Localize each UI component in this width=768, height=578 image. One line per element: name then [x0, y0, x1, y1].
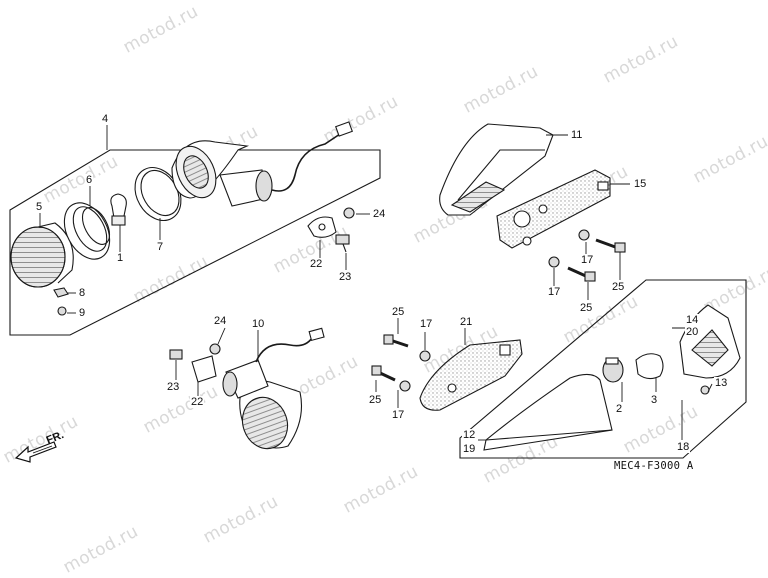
callout-17-b: 17: [547, 286, 562, 298]
nut-17-a: [578, 229, 590, 241]
nut-17-b: [548, 256, 560, 268]
callout-1: 1: [116, 252, 125, 264]
callout-10: 10: [251, 318, 266, 330]
callout-20: 20: [685, 326, 700, 338]
winker-10: [222, 327, 325, 450]
callout-11: 11: [570, 129, 584, 141]
callout-25-b: 25: [579, 302, 594, 314]
rim-6: [63, 202, 111, 260]
callout-22-upper: 22: [309, 258, 324, 270]
assembly-box-18: [459, 279, 747, 459]
bulb-3: [635, 353, 664, 380]
callout-21: 21: [459, 316, 474, 328]
callout-25-c: 25: [391, 306, 406, 318]
callout-3: 3: [650, 394, 659, 406]
nut-17-d: [399, 380, 411, 392]
callout-17-d: 17: [391, 409, 406, 421]
socket-2: [602, 357, 624, 383]
cover-11: [439, 123, 554, 216]
reflector-21: [419, 339, 523, 411]
screw-9: [57, 306, 67, 316]
screw-24-upper: [343, 207, 355, 219]
callout-9: 9: [78, 307, 87, 319]
reflector-15: [496, 169, 611, 249]
callout-15: 15: [633, 178, 648, 190]
callout-8: 8: [78, 287, 87, 299]
winker-housing: [171, 121, 353, 207]
lens-5: [10, 222, 74, 288]
callout-25-d: 25: [368, 394, 383, 406]
bolt-23-lower: [169, 349, 183, 360]
callout-17-a: 17: [580, 254, 595, 266]
callout-6: 6: [85, 174, 94, 186]
bulb-1: [110, 193, 127, 226]
callout-25-a: 25: [611, 281, 626, 293]
diagram-code: MEC4-F3000 A: [614, 460, 694, 472]
assembly-box-4: [9, 149, 381, 336]
callout-19: 19: [462, 443, 477, 455]
callout-23-lower: 23: [166, 381, 181, 393]
screw-24-lower: [209, 343, 221, 355]
callout-4: 4: [101, 113, 110, 125]
nut-17-c: [419, 350, 431, 362]
callout-5: 5: [35, 201, 44, 213]
lens-12: [483, 373, 613, 451]
callout-22-lower: 22: [190, 396, 205, 408]
nut-8: [53, 287, 69, 298]
callout-7: 7: [156, 241, 165, 253]
bracket-22-lower: [191, 355, 217, 383]
screw-13: [700, 385, 710, 395]
callout-12: 12: [462, 429, 477, 441]
bracket-22-upper: [307, 216, 337, 238]
callout-24-upper: 24: [372, 208, 387, 220]
front-direction-arrow-icon: FR.: [14, 432, 66, 463]
bolt-25-a: [595, 238, 619, 250]
callout-17-c: 17: [419, 318, 434, 330]
callout-23-upper: 23: [338, 271, 353, 283]
callout-13: 13: [714, 377, 729, 389]
callout-14: 14: [685, 314, 700, 326]
callout-18: 18: [676, 441, 691, 453]
callout-24-lower: 24: [213, 315, 228, 327]
callout-2: 2: [615, 403, 624, 415]
bolt-23-upper: [335, 234, 350, 253]
